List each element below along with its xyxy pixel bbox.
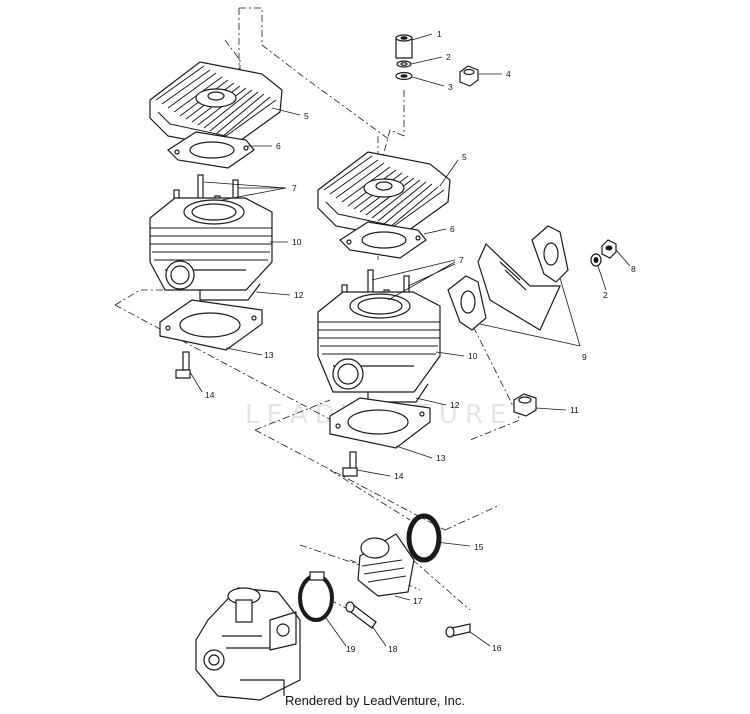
screw-18[interactable] [345,601,377,629]
callout-13-right: 13 [436,453,446,463]
callout-14-right: 14 [394,471,404,481]
nut-8[interactable] [601,239,617,259]
callout-3: 3 [448,82,453,92]
callout-6-left: 6 [276,141,281,151]
callout-11: 11 [570,405,579,415]
callout-15: 15 [474,542,484,552]
callout-7-left: 7 [292,183,297,193]
callout-4: 4 [506,69,511,79]
callout-17: 17 [413,596,423,606]
head-gasket-right[interactable] [339,221,427,259]
fitting-left[interactable] [175,351,191,379]
washer-2-side[interactable] [590,253,602,267]
callout-13-left: 13 [264,350,274,360]
nut-4[interactable] [459,65,479,87]
callout-2: 2 [446,52,451,62]
exhaust-gasket-lower[interactable] [447,275,487,331]
callout-19: 19 [346,644,356,654]
intake-boot[interactable] [357,533,415,597]
cylinder-head-left[interactable] [149,61,283,149]
callout-8: 8 [631,264,636,274]
callout-14-left: 14 [205,390,215,400]
base-gasket-right[interactable] [329,397,431,449]
callout-2-side: 2 [603,290,608,300]
cylinder-head-right[interactable] [317,151,451,239]
leader-lines [189,33,631,647]
callout-9: 9 [582,352,587,362]
exhaust-bracket[interactable] [477,242,561,331]
washer-3[interactable] [395,71,413,81]
base-gasket-left[interactable] [159,299,263,351]
fitting-right[interactable] [342,451,358,477]
callout-5-right: 5 [462,152,467,162]
cylinder-left[interactable] [149,197,273,301]
callout-1: 1 [437,29,442,39]
callout-12-left: 12 [294,290,304,300]
head-gasket-left[interactable] [167,131,255,169]
callout-18: 18 [388,644,398,654]
clamp[interactable] [298,571,334,622]
nut-1[interactable] [395,34,413,59]
exhaust-gasket-upper[interactable] [531,225,569,283]
callout-10-left: 10 [292,237,302,247]
credit-caption: Rendered by LeadVenture, Inc. [285,693,465,708]
o-ring[interactable] [406,513,442,563]
cylinder-right[interactable] [317,291,441,403]
nut-11[interactable] [513,393,537,417]
screw-16[interactable] [445,623,471,638]
carburetor[interactable] [195,587,301,701]
washer-2-top[interactable] [396,60,412,68]
callout-labels: 1 2 3 4 5 5 6 6 7 7 8 2 9 10 10 11 12 12… [205,29,636,654]
callout-6-right: 6 [450,224,455,234]
callout-16: 16 [492,643,502,653]
callout-7-right: 7 [459,255,464,265]
callout-5-left: 5 [304,111,309,121]
callout-12-right: 12 [450,400,460,410]
callout-10-right: 10 [468,351,478,361]
